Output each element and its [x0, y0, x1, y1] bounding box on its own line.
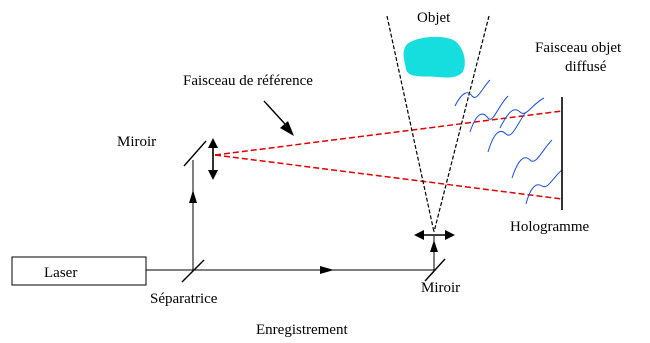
vertical-beam-arrow [189, 190, 197, 203]
reference-pointer-head [280, 121, 294, 136]
bottom-lens-arrow-left [414, 230, 424, 240]
bottom-mirror [424, 258, 446, 282]
separatrice-label: Séparatrice [150, 291, 218, 307]
wave-2 [469, 95, 509, 133]
bottom-vertical-arrow [430, 240, 438, 252]
top-lens-arrow-up [208, 138, 218, 148]
reference-pointer-line [263, 100, 286, 125]
faisceau-objet-label-line2: diffusé [565, 59, 607, 75]
top-lens-arrow-down [208, 170, 218, 180]
wave-1 [454, 79, 491, 107]
reference-beam-lower [214, 154, 563, 200]
laser-box [11, 256, 147, 286]
top-mirror [183, 140, 207, 167]
wave-3 [487, 111, 527, 153]
wave-4 [499, 97, 545, 129]
objet-label: Objet [417, 10, 451, 26]
wave-5 [511, 139, 553, 179]
faisceau-objet-label-line1: Faisceau objet [535, 40, 622, 56]
miroir-top-label: Miroir [117, 134, 156, 150]
object-shape [403, 36, 465, 78]
laser-label: Laser [44, 265, 77, 281]
bottom-lens-arrow-right [445, 230, 455, 240]
faisceau-reference-label: Faisceau de référence [183, 73, 313, 89]
hologramme-label: Hologramme [510, 219, 589, 235]
wave-6 [525, 169, 563, 205]
enregistrement-label: Enregistrement [256, 322, 348, 338]
beam-splitter [181, 259, 205, 283]
scattered-waves [454, 79, 563, 205]
laser-beam-arrow [320, 266, 334, 274]
cone-right [433, 15, 490, 233]
cone-left [386, 15, 435, 233]
miroir-bottom-label: Miroir [421, 280, 460, 296]
reference-beam-upper [214, 110, 563, 156]
